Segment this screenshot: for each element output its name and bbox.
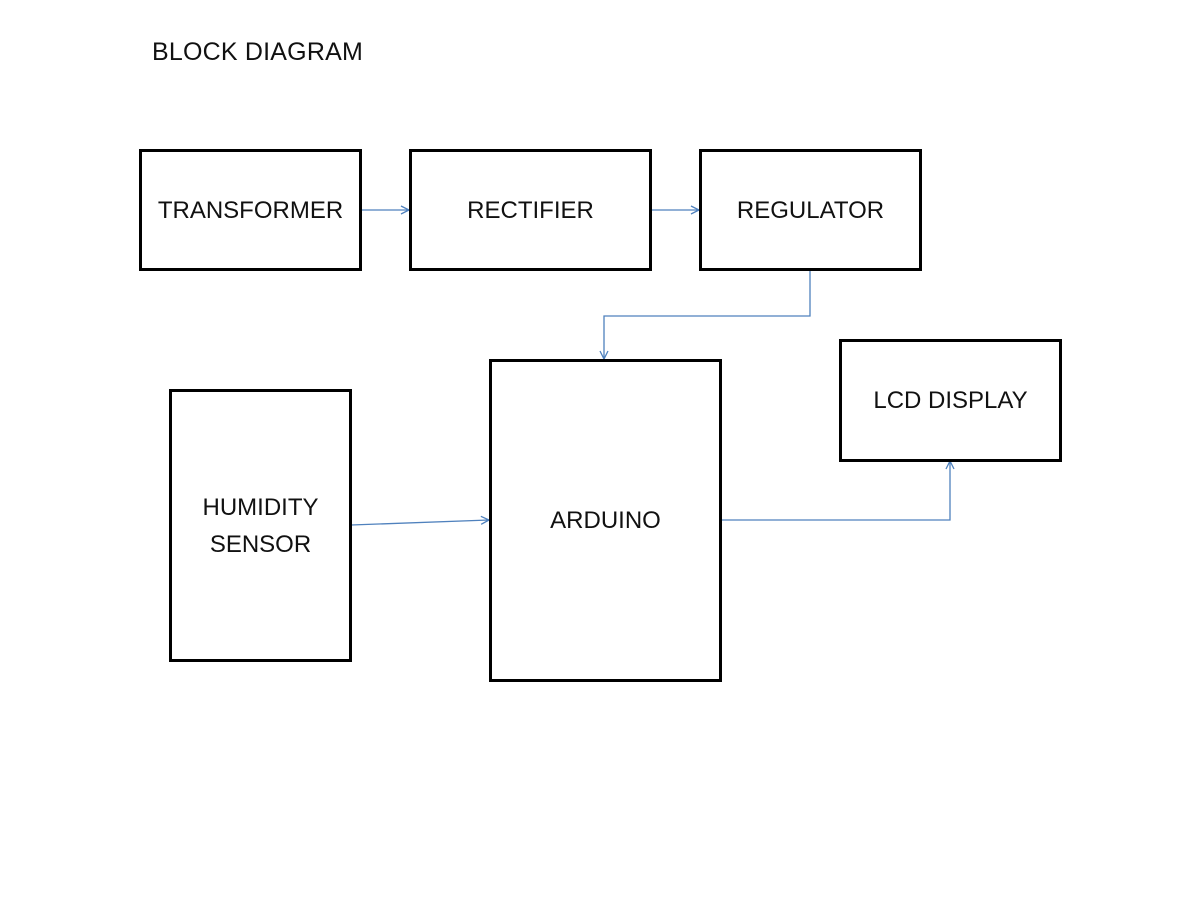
humidity-sensor-label-line1: HUMIDITY: [202, 493, 319, 521]
lcd-display-block: LCD DISPLAY: [839, 339, 1062, 462]
rectifier-block: RECTIFIER: [409, 149, 652, 271]
arduino-block: ARDUINO: [489, 359, 722, 682]
humidity-sensor-block: HUMIDITY SENSOR: [169, 389, 352, 662]
lcd-display-label: LCD DISPLAY: [873, 387, 1028, 414]
diagram-title: BLOCK DIAGRAM: [152, 38, 363, 66]
transformer-block: TRANSFORMER: [139, 149, 362, 271]
rectifier-label: RECTIFIER: [467, 196, 594, 224]
arrow-arduino-to-lcd-display: [721, 461, 950, 521]
transformer-label: TRANSFORMER: [157, 196, 344, 224]
arduino-label: ARDUINO: [550, 507, 661, 534]
humidity-sensor-label-line2: SENSOR: [209, 530, 312, 558]
regulator-block: REGULATOR: [699, 149, 922, 271]
arrow-humidity-sensor-to-arduino: [350, 520, 489, 526]
arrow-regulator-to-arduino: [604, 270, 811, 359]
regulator-label: REGULATOR: [736, 196, 885, 224]
